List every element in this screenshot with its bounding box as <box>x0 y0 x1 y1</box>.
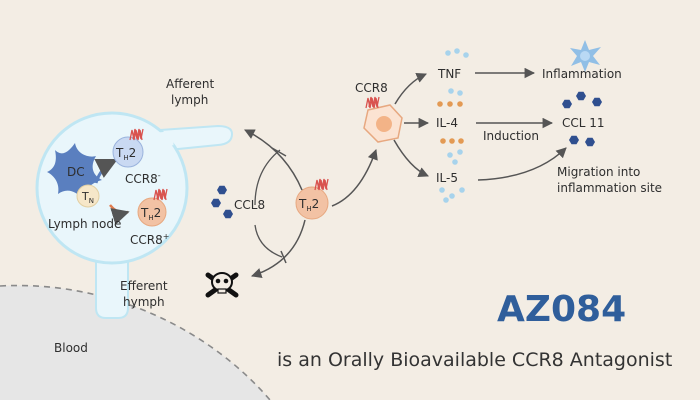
ccr8-minus-label: CCR8- <box>125 171 161 186</box>
arrow-to-skull <box>251 219 306 279</box>
efferent-lymph-label: Efferent hymph <box>120 279 171 309</box>
lymph-node-label: Lymph node <box>48 217 121 231</box>
compound-title: AZ084 <box>497 289 626 330</box>
inhibit-line-bottom <box>254 224 283 258</box>
naive-t-cell: TN <box>76 184 100 208</box>
tn-sub: N <box>89 197 94 205</box>
ccr8-plus-label: CCR8+ <box>130 232 169 247</box>
arrow-tn-to-th2 <box>94 158 118 184</box>
blood-boundary <box>0 284 271 400</box>
compound-subtitle: is an Orally Bioavailable CCR8 Antagonis… <box>277 349 672 371</box>
ccl8-hex-cluster <box>211 185 233 219</box>
tn-base: T <box>81 190 89 203</box>
arrow-th2-to-th2plus <box>109 204 130 225</box>
inflammation-cell-icon <box>570 40 601 72</box>
arrow-to-afferent <box>244 129 303 191</box>
afferent-vessel <box>158 124 234 152</box>
migration-label: Migration into inflammation site <box>557 165 662 195</box>
ccr8-expressing-cell <box>363 96 403 143</box>
svg-text:TH2: TH2 <box>140 206 161 222</box>
th2-ccr8-minus-cell: TH2 <box>112 128 144 168</box>
svg-text:TH2: TH2 <box>115 146 136 162</box>
induction-label: Induction <box>483 129 539 143</box>
skull-and-crossbones-icon <box>205 272 239 298</box>
inhibit-line-top <box>254 149 281 206</box>
afferent-lymph-label: Afferent lymph <box>166 77 218 107</box>
il4-label: IL-4 <box>436 116 458 130</box>
arrow-to-il5 <box>393 139 429 177</box>
il5-dots <box>439 149 465 203</box>
blood-label: Blood <box>54 341 88 355</box>
arrow-il5-to-ccl11 <box>477 147 567 181</box>
ccl8-label: CCL8 <box>234 198 265 212</box>
dc-label: DC <box>67 165 85 179</box>
il5-label: IL-5 <box>436 171 458 185</box>
ccr8-cell-label: CCR8 <box>355 81 388 95</box>
inflammation-label: Inflammation <box>542 67 622 81</box>
svg-text:TH2: TH2 <box>298 197 319 213</box>
svg-text:TN: TN <box>81 190 94 205</box>
th2-ccr8-plus-cell: TH2 <box>137 188 168 227</box>
arrow-to-ccr8-cell <box>331 149 378 207</box>
central-th2-cell: TH2 <box>295 178 329 220</box>
blood-region <box>0 285 270 400</box>
efferent-vessel <box>95 249 129 319</box>
tnf-dots <box>445 48 469 96</box>
il4-dots <box>437 101 464 144</box>
arrow-to-tnf <box>394 73 427 105</box>
ccl11-label: CCL 11 <box>562 116 605 130</box>
tnf-label: TNF <box>437 67 461 81</box>
